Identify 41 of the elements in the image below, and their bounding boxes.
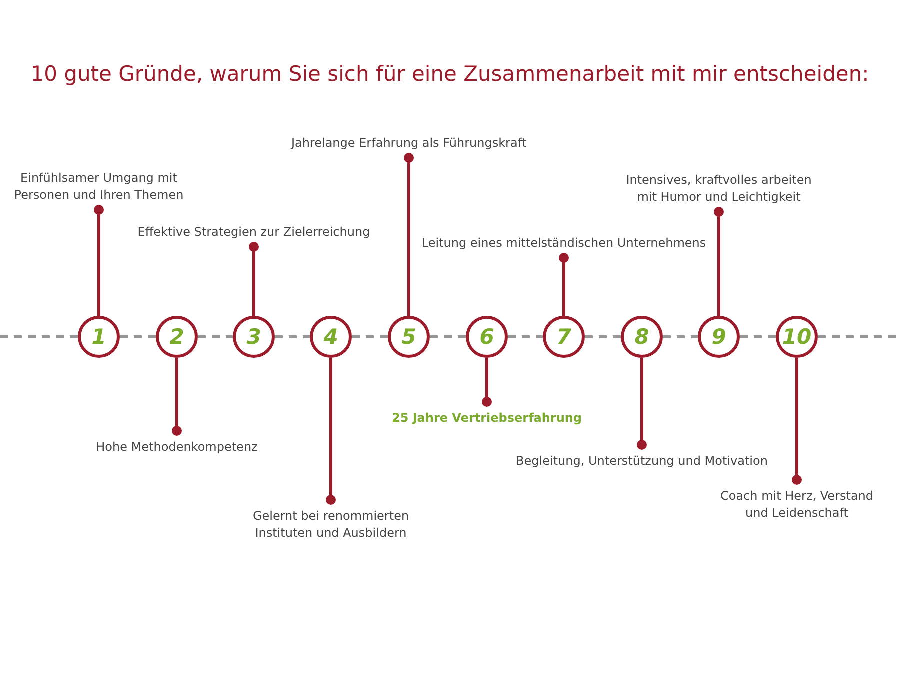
leader-line [172, 358, 182, 436]
number-circle: 5 [388, 316, 430, 358]
title: 10 gute Gründe, warum Sie sich für eine Zusammenarbeit mit mir entscheiden: [30, 62, 870, 86]
number-circle: 6 [466, 316, 508, 358]
leader-line [559, 253, 569, 316]
timeline-line [120, 336, 156, 338]
timeline-line [275, 336, 310, 338]
leader-line [637, 358, 647, 450]
leader-line [714, 207, 724, 316]
number-circle: 7 [543, 316, 585, 358]
reason-text: Effektive Strategien zur Zielerreichung [129, 224, 379, 241]
number-circle: 3 [233, 316, 275, 358]
reason-text: Coach mit Herz, Verstand und Leidenschaft [712, 488, 882, 522]
timeline-line [0, 336, 78, 338]
leader-line [792, 358, 802, 485]
timeline-line [663, 336, 698, 338]
timeline-line [740, 336, 776, 338]
leader-line [482, 358, 492, 407]
reason-text: Leitung eines mittelständischen Unternehmens [404, 235, 724, 252]
number-circle: 1 [78, 316, 120, 358]
reason-text: Intensives, kraftvolles arbeiten mit Humor und Leichtigkeit [619, 172, 819, 206]
timeline-line [352, 336, 388, 338]
reason-text: Einfühlsamer Umgang mit Personen und Ihren Themen [4, 170, 194, 204]
number-circle: 4 [310, 316, 352, 358]
number-circle: 8 [621, 316, 663, 358]
timeline-line [508, 336, 543, 338]
leader-line [326, 358, 336, 505]
number-circle: 10 [776, 316, 818, 358]
reason-text: Hohe Methodenkompetenz [82, 439, 272, 456]
number-circle: 9 [698, 316, 740, 358]
reason-text: 25 Jahre Vertriebserfahrung [377, 410, 597, 427]
leader-line [94, 205, 104, 316]
leader-line [404, 153, 414, 316]
leader-line [249, 242, 259, 316]
reason-text: Begleitung, Unterstützung und Motivation [497, 453, 787, 470]
timeline-line [430, 336, 466, 338]
timeline-line [198, 336, 233, 338]
timeline-line [585, 336, 621, 338]
number-circle: 2 [156, 316, 198, 358]
reason-text: Gelernt bei renommierten Instituten und Ausbildern [241, 508, 421, 542]
reason-text: Jahrelange Erfahrung als Führungskraft [279, 135, 539, 152]
